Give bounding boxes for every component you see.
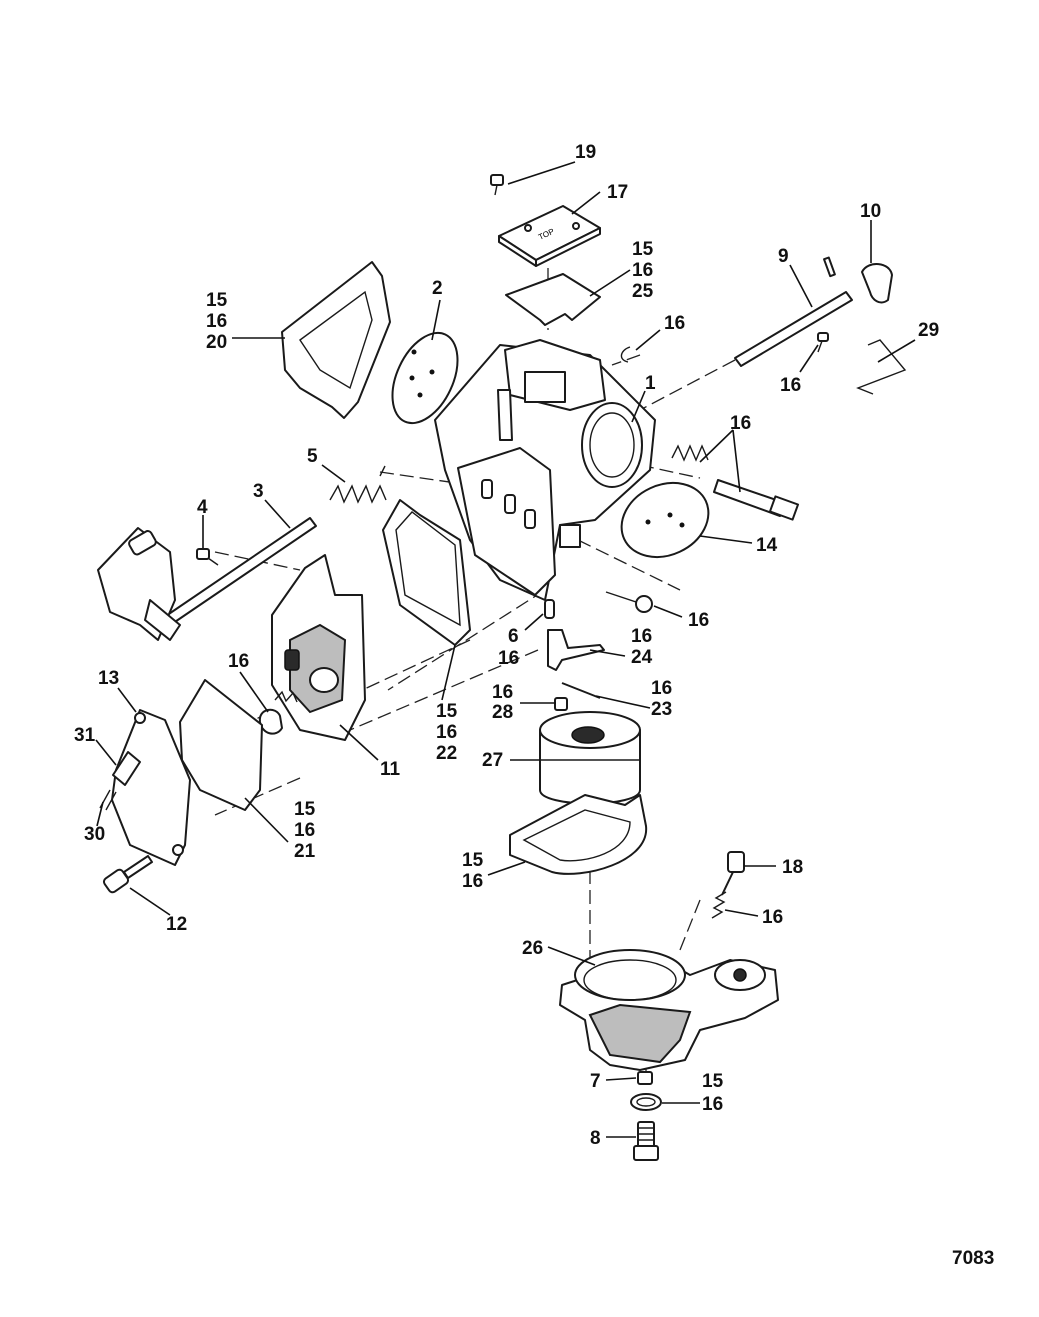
part-16-plunger bbox=[258, 690, 298, 735]
part-16-nut bbox=[605, 591, 653, 613]
part-12-screw bbox=[102, 855, 153, 894]
part-9-throttle-shaft bbox=[734, 256, 853, 367]
part-19-screw bbox=[490, 174, 504, 196]
part-13-pump-cover bbox=[111, 709, 191, 866]
callout-15-16-22: 15 16 22 bbox=[436, 701, 462, 764]
callout-15-16-21: 15 16 21 bbox=[294, 799, 320, 862]
callout-16-24: 16 24 bbox=[631, 626, 657, 668]
part-16-clip bbox=[620, 346, 631, 363]
part-27-float bbox=[539, 711, 641, 805]
callout-16-jet: 16 bbox=[762, 907, 783, 928]
part-8-drain-plug bbox=[633, 1121, 659, 1161]
part-26-float-bowl bbox=[559, 949, 779, 1071]
part-4-screw bbox=[196, 548, 219, 566]
part-11-pump-body bbox=[271, 554, 366, 741]
part-7-screw bbox=[637, 1071, 653, 1085]
callout-17: 17 bbox=[607, 182, 628, 203]
callout-15-16-20: 15 16 20 bbox=[206, 290, 232, 353]
part-washer bbox=[630, 1093, 662, 1111]
callout-16-23: 16 23 bbox=[651, 678, 677, 720]
part-20-gasket bbox=[281, 261, 391, 419]
callout-1: 1 bbox=[645, 373, 656, 394]
part-16-spring bbox=[711, 891, 727, 919]
callout-7: 7 bbox=[590, 1071, 601, 1092]
part-29-link bbox=[856, 339, 907, 395]
callout-16-plunger: 16 bbox=[228, 651, 249, 672]
part-17-plate: TOP bbox=[498, 205, 601, 267]
callout-5: 5 bbox=[307, 446, 318, 467]
part-22-gasket bbox=[382, 499, 471, 646]
part-bowl-gasket bbox=[509, 794, 648, 875]
callout-8: 8 bbox=[590, 1128, 601, 1149]
callout-15-16-drain: 15 16 bbox=[702, 1071, 728, 1115]
part-16-screw bbox=[817, 332, 829, 353]
part-2-diaphragm bbox=[391, 331, 459, 425]
callout-16-nut: 16 bbox=[688, 610, 709, 631]
part-28-jet bbox=[554, 697, 568, 711]
callout-18: 18 bbox=[782, 857, 803, 878]
part-18-screw bbox=[721, 851, 745, 896]
part-3-choke-shaft bbox=[97, 517, 317, 641]
part-1-carburetor-body bbox=[434, 339, 656, 601]
callout-4: 4 bbox=[197, 497, 208, 518]
callout-11: 11 bbox=[380, 759, 401, 780]
part-25-gasket bbox=[505, 273, 601, 326]
leader-lines bbox=[95, 161, 916, 1138]
callout-15-16: 15 16 bbox=[462, 850, 488, 892]
callout-labels: 19 17 10 9 15 16 25 15 16 20 2 16 29 16 … bbox=[74, 142, 939, 1149]
callout-16-spring: 16 bbox=[730, 413, 751, 434]
callout-29: 29 bbox=[918, 320, 939, 341]
callout-26: 26 bbox=[522, 938, 543, 959]
callout-19: 19 bbox=[575, 142, 596, 163]
callout-9: 9 bbox=[778, 246, 789, 267]
callout-31: 31 bbox=[74, 725, 96, 746]
callout-2: 2 bbox=[432, 278, 443, 299]
callout-12: 12 bbox=[166, 914, 187, 935]
part-23-pin bbox=[561, 682, 601, 699]
callout-30: 30 bbox=[84, 824, 105, 845]
callout-16-clip: 16 bbox=[664, 313, 685, 334]
part-10-lever bbox=[861, 263, 893, 304]
callout-16-screw: 16 bbox=[780, 375, 801, 396]
part-6-needle bbox=[544, 599, 555, 619]
callout-27: 27 bbox=[482, 750, 503, 771]
callout-3: 3 bbox=[253, 481, 264, 502]
part-21-gasket bbox=[179, 679, 263, 811]
callout-15-16-25: 15 16 25 bbox=[632, 239, 658, 302]
part-31-fitting bbox=[112, 751, 141, 786]
drawing-number: 7083 bbox=[952, 1248, 994, 1269]
part-14-diaphragm bbox=[620, 482, 710, 558]
callout-16-28: 16 28 bbox=[492, 682, 518, 723]
callout-13: 13 bbox=[98, 668, 119, 689]
callout-6-16: 6 16 bbox=[498, 626, 524, 669]
callout-10: 10 bbox=[860, 201, 881, 222]
part-24-float-arm bbox=[547, 629, 605, 671]
callout-14: 14 bbox=[756, 535, 778, 556]
part-16-spring-screw bbox=[671, 444, 800, 521]
part-5-spring bbox=[329, 465, 387, 504]
